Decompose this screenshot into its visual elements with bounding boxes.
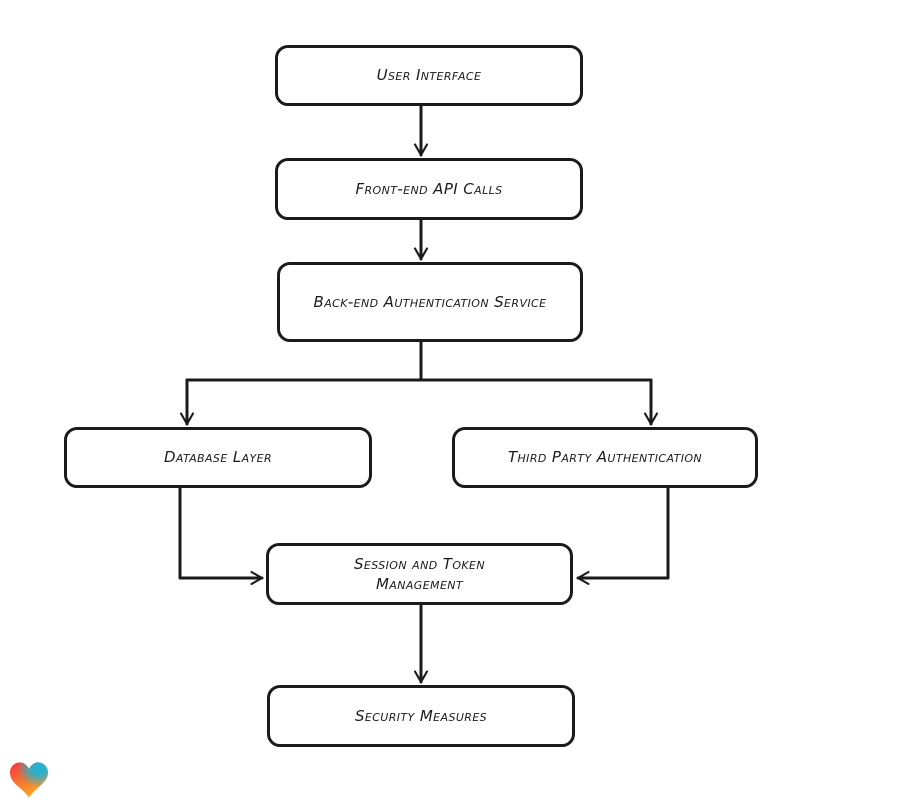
node-back-end-authentication-service-label: Back-end Authentication Service bbox=[313, 292, 547, 311]
node-database-layer: Database Layer bbox=[64, 427, 372, 488]
node-third-party-authentication: Third Party Authentication bbox=[452, 427, 758, 488]
node-back-end-authentication-service: Back-end Authentication Service bbox=[277, 262, 583, 342]
edge-db-to-st bbox=[178, 486, 264, 586]
node-front-end-api-calls-label: Front-end API Calls bbox=[355, 179, 503, 198]
node-session-and-token-management: Session and Token Management bbox=[266, 543, 573, 605]
node-front-end-api-calls: Front-end API Calls bbox=[275, 158, 583, 220]
node-security-measures: Security Measures bbox=[267, 685, 575, 747]
node-session-and-token-management-label: Session and Token Management bbox=[354, 554, 485, 593]
node-database-layer-label: Database Layer bbox=[163, 448, 273, 467]
node-user-interface-label: User Interface bbox=[376, 66, 482, 85]
heart-logo[interactable] bbox=[10, 762, 48, 798]
node-third-party-authentication-label: Third Party Authentication bbox=[507, 448, 703, 467]
edge-tp-to-st bbox=[576, 486, 670, 586]
node-security-measures-label: Security Measures bbox=[354, 706, 488, 725]
node-user-interface: User Interface bbox=[275, 45, 583, 106]
